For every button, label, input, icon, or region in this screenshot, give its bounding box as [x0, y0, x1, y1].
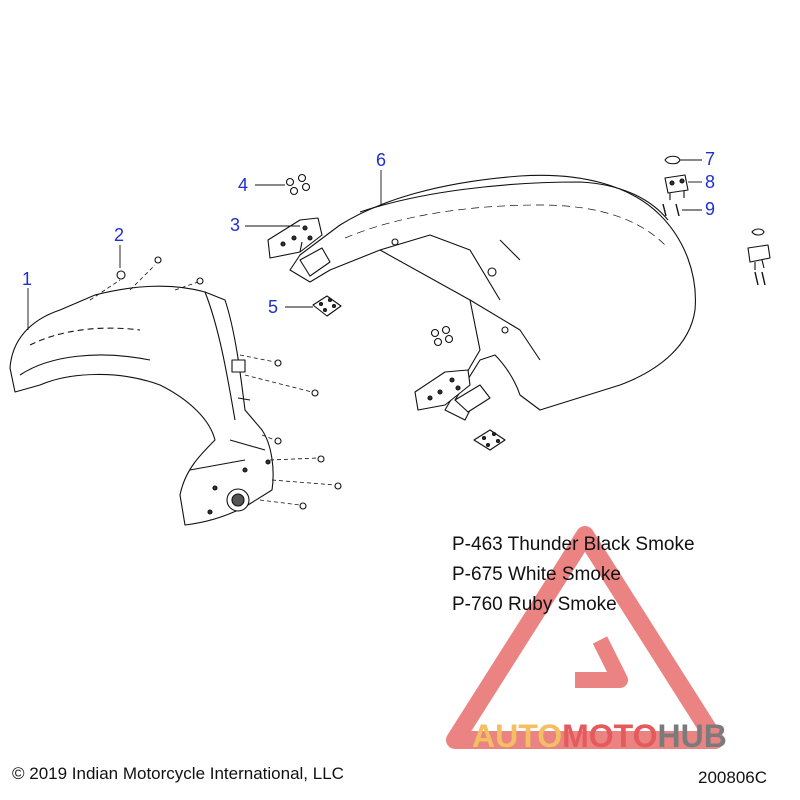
paint-code-1: P-463 Thunder Black Smoke: [452, 534, 695, 555]
callout-7: 7: [705, 149, 716, 169]
drawing-number: 200806C: [698, 768, 768, 787]
copyright-text: © 2019 Indian Motorcycle International, …: [12, 764, 344, 783]
trunk-lid-part-6: [289, 174, 696, 421]
watermark-auto: AUTO: [472, 718, 563, 754]
callout-8: 8: [705, 172, 716, 192]
watermark-moto: MOTO: [562, 718, 658, 754]
screws: [116, 256, 342, 510]
callout-6: 6: [376, 150, 387, 170]
callout-2: 2: [114, 225, 125, 245]
callout-3: 3: [230, 215, 241, 235]
callout-leaders: [27, 159, 702, 330]
callout-1: 1: [22, 269, 33, 289]
watermark-text: AUTOMOTOHUB: [472, 718, 727, 755]
paint-code-2: P-675 White Smoke: [452, 564, 621, 585]
paint-code-3: P-760 Ruby Smoke: [452, 594, 617, 615]
watermark-logo: [446, 526, 724, 749]
callout-5: 5: [268, 297, 279, 317]
hinge-part-3: [267, 217, 323, 259]
hardware-parts-7-9: [662, 155, 771, 286]
callout-4: 4: [238, 175, 249, 195]
lower-hinge: [414, 325, 506, 451]
nuts-part-4: [285, 173, 311, 196]
side-cover-part-1: [9, 285, 274, 526]
plate-part-5: [312, 295, 342, 317]
screw-leaders: [89, 264, 336, 506]
watermark-hub: HUB: [657, 718, 727, 754]
callout-9: 9: [705, 199, 716, 219]
